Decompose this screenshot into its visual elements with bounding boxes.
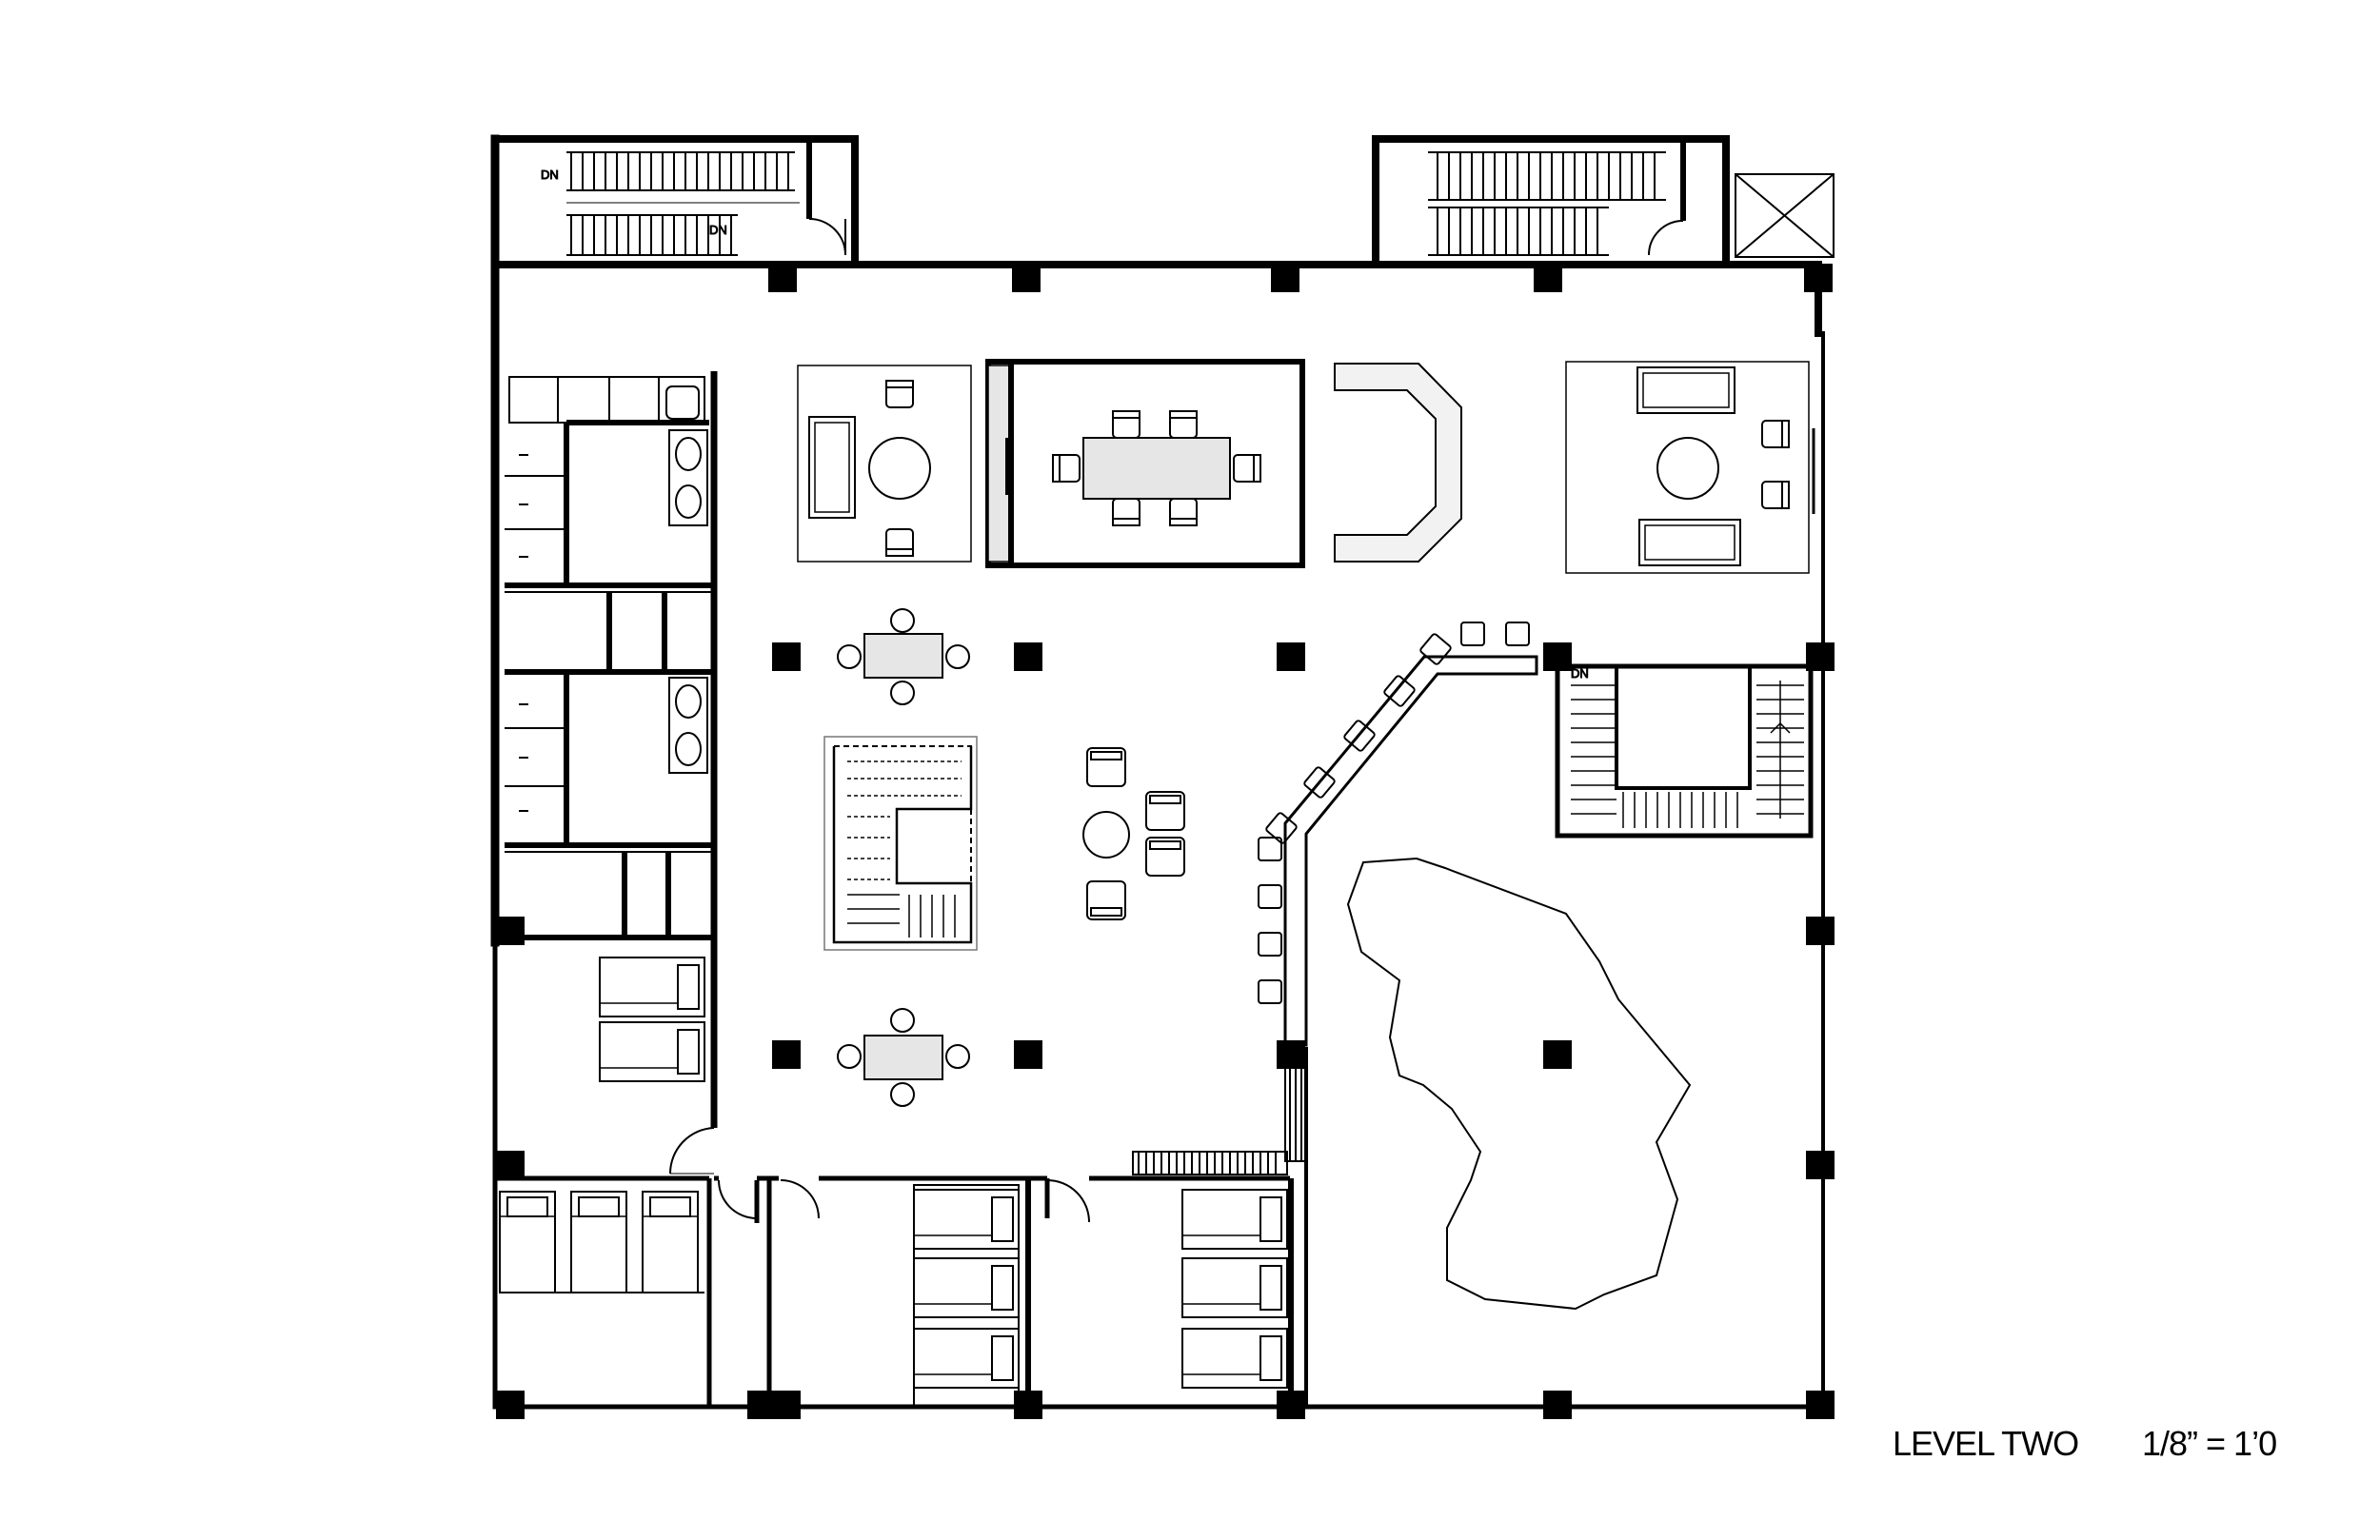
lounge-right <box>1565 361 1815 574</box>
lounge-left <box>797 365 972 563</box>
meeting-room <box>985 359 1305 568</box>
stair-tower-left: DN DN <box>491 135 859 268</box>
stair-treads-left <box>566 151 800 256</box>
drawing-scale: 1/8” = 1’0 <box>2142 1424 2277 1463</box>
sleeping-rooms-bottom <box>714 1175 1294 1407</box>
stair-tower-right <box>1372 135 1835 268</box>
drawing-title: LEVEL TWO <box>1893 1424 2079 1463</box>
bar-counter <box>1132 622 1538 1407</box>
stair-label-dn: DN <box>541 168 559 182</box>
center-seating <box>1082 747 1185 920</box>
cafe-table-bottom <box>837 1008 970 1107</box>
stair-right: DN <box>1555 663 1814 839</box>
central-stair <box>823 736 978 951</box>
stair-label-dn: DN <box>1571 666 1589 681</box>
cafe-table-top <box>837 608 970 705</box>
stair-label-dn: DN <box>709 223 727 237</box>
restroom-block <box>505 371 718 942</box>
pool <box>1346 857 1692 1311</box>
reception-desk <box>1334 363 1462 563</box>
sleeping-room-left <box>495 942 718 1407</box>
